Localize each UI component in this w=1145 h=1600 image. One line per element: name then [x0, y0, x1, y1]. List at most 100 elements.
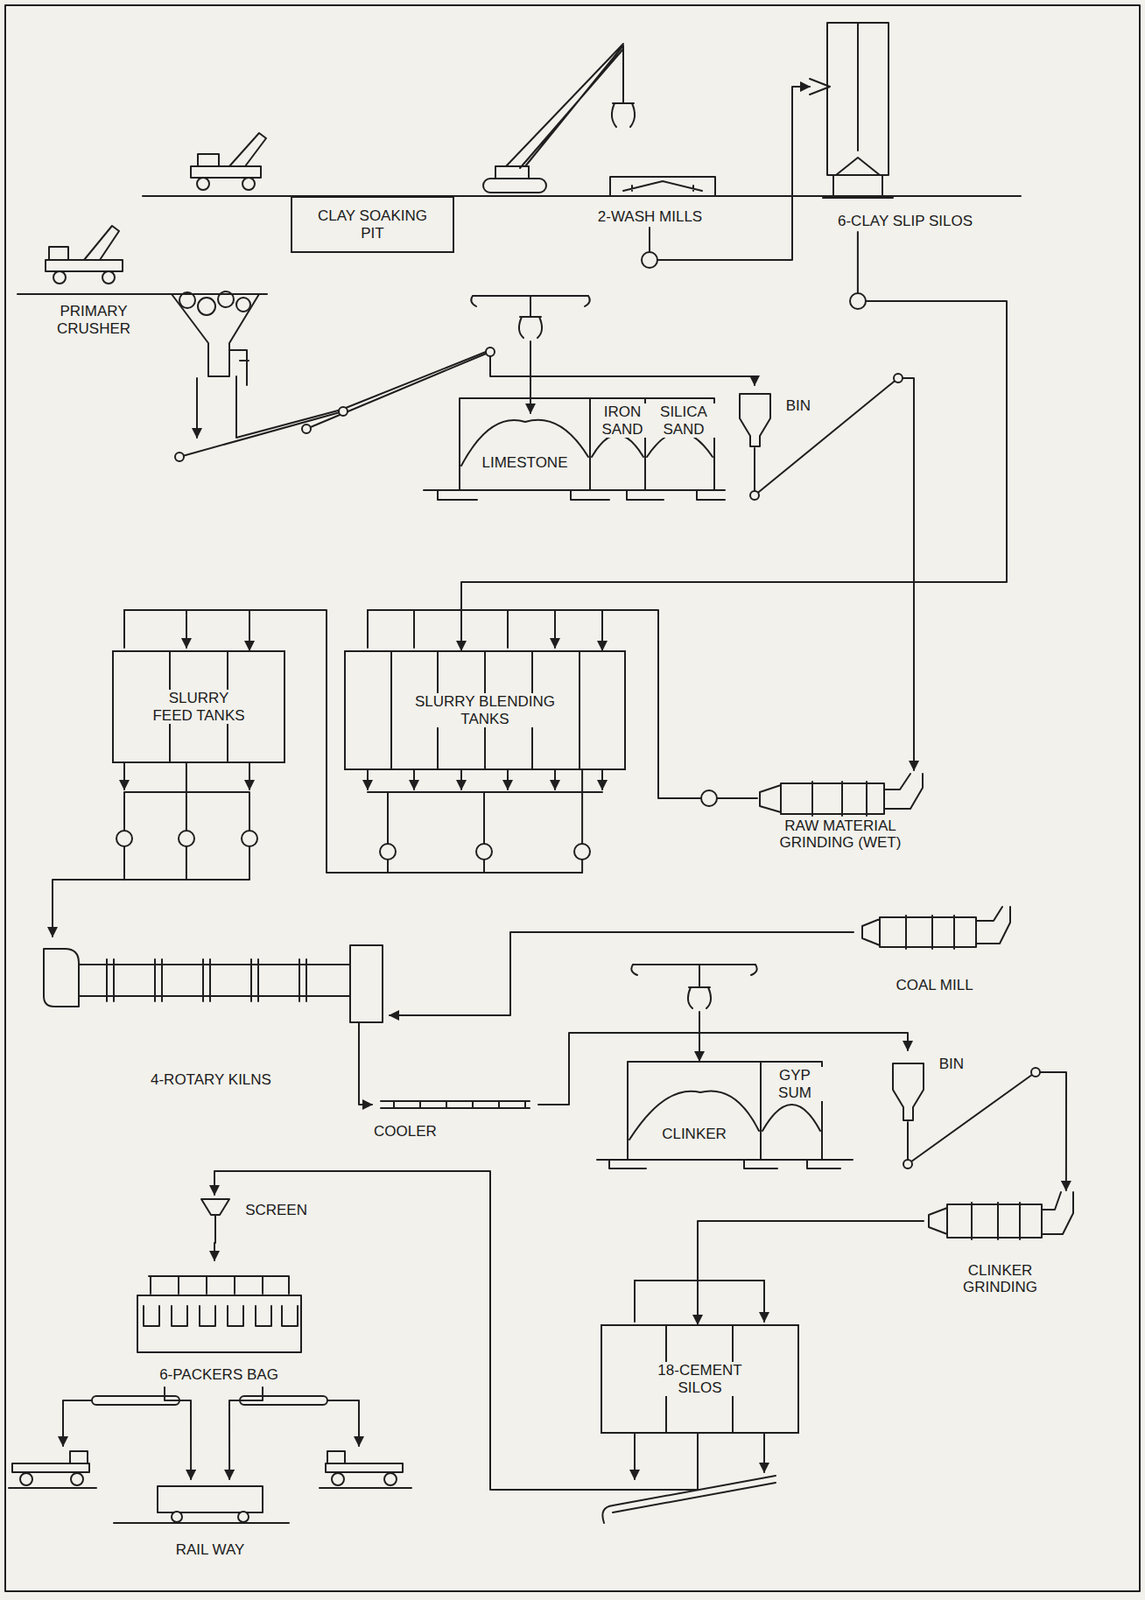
equipment-node: LIMESTONE — [461, 400, 589, 488]
node-label: RAW MATERIAL GRINDING (WET) — [768, 817, 913, 852]
belt-pulley — [302, 424, 311, 434]
equipment-node: CLINKER GRINDING — [923, 1190, 1077, 1300]
flow-arrow — [506, 770, 509, 790]
flow-line — [907, 1072, 1067, 1191]
pump-symbol — [379, 843, 396, 860]
node-label: 18-CEMENT SILOS — [646, 1362, 754, 1397]
flow-arrow — [123, 763, 126, 790]
flow-arrow — [601, 770, 604, 790]
flow-arrow — [63, 1400, 92, 1447]
flow-line — [213, 1243, 216, 1261]
slurry-pipe — [124, 792, 250, 880]
rotary-kiln — [43, 948, 351, 1007]
flow-arrow — [413, 770, 415, 790]
slurry-manifold — [367, 609, 603, 612]
coal-mill — [862, 906, 1011, 949]
flow-line — [358, 1094, 373, 1105]
node-label: CLAY SOAKING PIT — [305, 207, 441, 242]
pump-symbol — [178, 830, 195, 847]
flow-line — [214, 1171, 698, 1490]
node-label: COAL MILL — [893, 976, 975, 995]
rock — [179, 292, 196, 309]
gantry-crane — [631, 964, 757, 1009]
page-frame — [5, 5, 1140, 1592]
ground-line — [17, 196, 1021, 295]
flow-line — [249, 610, 583, 873]
equipment-node: COAL MILL — [853, 901, 1016, 998]
truck-wheel — [20, 1473, 33, 1486]
belt-pulley — [338, 407, 348, 416]
dump-truck — [45, 225, 123, 272]
flow-arrow — [367, 610, 555, 648]
crane-track — [483, 178, 547, 193]
node-label: SILICA SAND — [649, 403, 718, 438]
screen-symbol — [201, 1199, 230, 1244]
pump-symbol — [701, 790, 717, 807]
storage-hall — [423, 398, 725, 500]
truck-wheel — [196, 177, 210, 190]
bag-conveyor — [91, 1396, 180, 1405]
wagon-wheel — [238, 1511, 249, 1523]
tank-divider — [391, 652, 580, 769]
pump-symbol — [116, 830, 133, 847]
flow-arrow — [554, 770, 556, 790]
process-box: 18-CEMENT SILOS — [600, 1324, 800, 1434]
equipment-node: SILICA SAND — [646, 400, 722, 488]
process-box: SLURRY FEED TANKS — [112, 650, 286, 764]
equipment-node: BIN — [730, 385, 815, 464]
process-box: CLAY SOAKING PIT — [290, 196, 455, 253]
flow-line — [164, 1387, 191, 1480]
slip-silo — [809, 22, 893, 198]
truck-wheel — [70, 1473, 84, 1486]
belt-pulley — [1031, 1067, 1040, 1077]
flow-arrow — [196, 378, 198, 438]
pump-symbol — [641, 252, 658, 268]
equipment-node: COOLER — [372, 1089, 539, 1143]
firing-hood — [350, 945, 383, 1023]
equipment-node: 2-WASH MILLS — [573, 175, 727, 228]
node-label: COOLER — [372, 1123, 439, 1141]
flow-arrow — [529, 341, 532, 414]
equipment-node: 6-PACKERS BAG — [131, 1260, 307, 1388]
truck-wheel — [384, 1473, 397, 1486]
equipment-node: GYP SUM — [762, 1063, 828, 1156]
pump-symbol — [574, 843, 591, 860]
flow-line — [754, 378, 914, 771]
flow-arrow — [327, 1400, 359, 1447]
crusher-chute — [235, 376, 238, 403]
flow-arrow — [124, 610, 187, 648]
node-label: CLINKER — [660, 1125, 729, 1144]
node-label: PRIMARY CRUSHER — [40, 302, 148, 338]
node-label: 6-PACKERS BAG — [157, 1366, 281, 1384]
gantry-crane — [470, 295, 591, 338]
bin-outlet — [753, 448, 756, 464]
cement-mill — [928, 1192, 1074, 1240]
node-label: SLURRY BLENDING TANKS — [412, 693, 558, 728]
flow-arrow — [366, 770, 369, 790]
equipment-node: BIN — [888, 1050, 968, 1143]
slurry-pipe — [367, 792, 603, 873]
truck-wheel — [242, 177, 255, 190]
bag-conveyor — [239, 1396, 328, 1405]
wash-mill-shed — [610, 176, 716, 197]
node-label: BIN — [937, 1055, 966, 1074]
belt-pulley — [485, 347, 495, 357]
flow-arrow — [763, 1433, 766, 1473]
equipment-node: PRIMARY CRUSHER — [35, 288, 272, 403]
belt-pulley — [903, 1159, 913, 1169]
equipment-node: 4-ROTARY KILNS — [39, 936, 390, 1095]
node-label: SLURRY FEED TANKS — [147, 689, 250, 724]
flow-line — [229, 1387, 263, 1480]
node-label: IRON SAND — [594, 403, 651, 438]
rock — [197, 297, 216, 316]
equipment-node: RAIL WAY — [140, 1479, 281, 1563]
bin-hopper — [739, 393, 771, 447]
flow-line — [461, 231, 1007, 651]
flow-arrow — [634, 1280, 765, 1322]
raw-mill — [759, 773, 923, 816]
flow-line — [697, 1221, 924, 1325]
equipment-node: RAW MATERIAL GRINDING (WET) — [757, 770, 924, 854]
